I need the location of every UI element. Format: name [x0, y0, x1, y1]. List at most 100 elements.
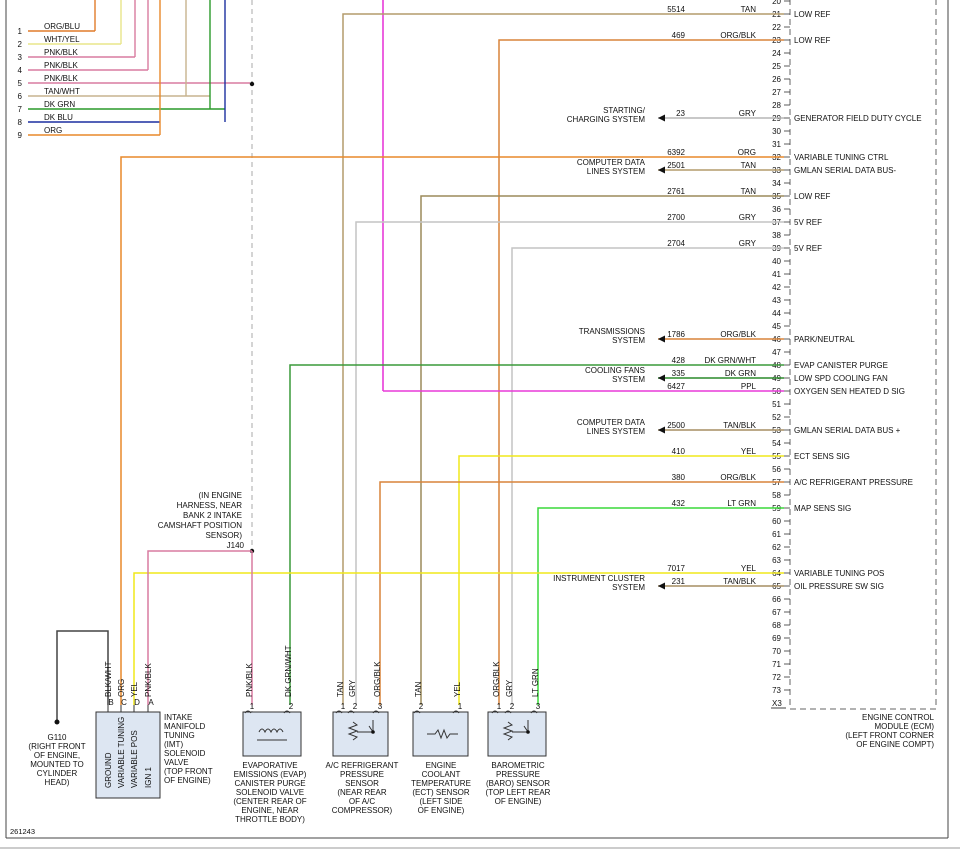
top-wire-color: PNK/BLK: [44, 48, 78, 57]
imt-body: [95, 711, 161, 799]
wire-color-label: ORG: [738, 148, 756, 157]
sensor-wire-color: ORG/BLK: [373, 661, 382, 697]
destination-line: SYSTEM: [612, 583, 645, 592]
arrow-icon: [658, 374, 665, 382]
imt-desc-line: TUNING: [164, 731, 195, 740]
ect-sensor-desc-line: TEMPERATURE: [411, 779, 471, 788]
destination-line: LINES SYSTEM: [587, 427, 646, 436]
ground-desc-line: (RIGHT FRONT: [28, 742, 85, 751]
sensor-pin-number: 1: [458, 702, 463, 711]
sensor-pin-number: 1: [497, 702, 502, 711]
arrow-icon: [658, 426, 665, 434]
thermistor-icon: [427, 728, 458, 740]
ecm-pin-label: ECT SENS SIG: [794, 452, 850, 461]
evap-purge-solenoid-desc-line: ENGINE, NEAR: [241, 806, 299, 815]
ecm-pin-number: 30: [772, 127, 781, 136]
circuit-number: 231: [672, 577, 686, 586]
gry-5v-ref-ac-run: [355, 221, 784, 705]
circuit-number: 1786: [667, 330, 685, 339]
top-wire-color: DK GRN: [44, 100, 75, 109]
imt-desc-line: INTAKE: [164, 713, 192, 722]
ecm-module-box: [789, 0, 937, 710]
imt-pin-function: VARIABLE TUNING: [117, 717, 126, 788]
ecm-pin-number: 60: [772, 517, 781, 526]
ecm-pin-number: 28: [772, 101, 781, 110]
wire-color-label: YEL: [741, 447, 757, 456]
destination-line: COMPUTER DATA: [577, 418, 646, 427]
wire-color-label: YEL: [741, 564, 757, 573]
ecm-name-line: MODULE (ECM): [874, 722, 934, 731]
circuit-number: 335: [672, 369, 686, 378]
ecm-pin-number: 68: [772, 621, 781, 630]
wire-color-label: ORG/BLK: [720, 31, 756, 40]
ecm-pin-label: GENERATOR FIELD DUTY CYCLE: [794, 114, 922, 123]
ecm-pin-number: 44: [772, 309, 781, 318]
wire-color-label: PPL: [741, 382, 757, 391]
imt-wire-color: PNK/BLK: [144, 663, 153, 697]
splice-dot-top: [249, 81, 255, 87]
ground-desc-line: CYLINDER: [37, 769, 78, 778]
ltgrn-map-run: [537, 507, 784, 705]
imt-wire-color: ORG: [117, 679, 126, 697]
ecm-pin-label: VARIABLE TUNING POS: [794, 569, 884, 578]
ecm-pin-number: 56: [772, 465, 781, 474]
ground-icon: [54, 719, 60, 725]
imt-desc-line: (TOP FRONT: [164, 767, 213, 776]
baro-sensor-desc-line: (BARO) SENSOR: [486, 779, 550, 788]
ecm-pin-label: OIL PRESSURE SW SIG: [794, 582, 884, 591]
ecm-pin-label: MAP SENS SIG: [794, 504, 851, 513]
baro-sensor-desc-line: (TOP LEFT REAR: [486, 788, 551, 797]
circuit-number: 410: [672, 447, 686, 456]
connector-pin-icon: [452, 710, 460, 714]
connector-pin-icon: [283, 710, 291, 714]
ecm-pin-number: 70: [772, 647, 781, 656]
imt-desc-line: MANIFOLD: [164, 722, 206, 731]
potentiometer-icon: [347, 720, 374, 741]
ecm-pin-label: GMLAN SERIAL DATA BUS-: [794, 166, 896, 175]
ecm-pin-number: 62: [772, 543, 781, 552]
circuit-number: 432: [672, 499, 686, 508]
ect-sensor-body: [412, 711, 469, 757]
circuit-number: 428: [672, 356, 686, 365]
ect-sensor-desc-line: (ECT) SENSOR: [412, 788, 470, 797]
tan-low-ref-run: [342, 13, 784, 705]
evap-purge-solenoid-desc-line: EVAPORATIVE: [242, 761, 297, 770]
sensor-wire-color: GRY: [505, 679, 514, 697]
top-wire-number: 3: [18, 53, 23, 62]
ecm-pin-number: 69: [772, 634, 781, 643]
sensor-wire-color: LT GRN: [531, 668, 540, 697]
ecm-pin-label: LOW REF: [794, 36, 831, 45]
sensor-pin-number: 1: [341, 702, 346, 711]
top-wire-number: 9: [18, 131, 23, 140]
imt-pin-function: IGN 1: [144, 767, 153, 788]
destination-line: STARTING/: [603, 106, 646, 115]
ecm-pin-number: 45: [772, 322, 781, 331]
imt-pin-function: VARIABLE POS: [130, 730, 139, 788]
ecm-pin-number: 66: [772, 595, 781, 604]
top-wire-number: 4: [18, 66, 23, 75]
sensor-pin-number: 2: [289, 702, 294, 711]
imt-desc-line: VALVE: [164, 758, 189, 767]
ect-sensor-desc-line: OF ENGINE): [418, 806, 465, 815]
ecm-name-line: (LEFT FRONT CORNER: [845, 731, 934, 740]
connector-pin-icon: [530, 710, 538, 714]
top-wire-number: 2: [18, 40, 23, 49]
ecm-pin-number: 41: [772, 270, 781, 279]
ecm-pin-label: LOW REF: [794, 10, 831, 19]
gry-5v-ref-baro-run: [511, 247, 784, 705]
orgblk-ac-press-run: [379, 481, 784, 705]
ecm-pin-number: 47: [772, 348, 781, 357]
connector-pin-icon: [372, 710, 380, 714]
imt-wire-color: YEL: [130, 681, 139, 697]
circuit-number: 2761: [667, 187, 685, 196]
dkgrnwht-evap-run: [289, 364, 784, 705]
imt-pin-letter: D: [134, 698, 140, 707]
